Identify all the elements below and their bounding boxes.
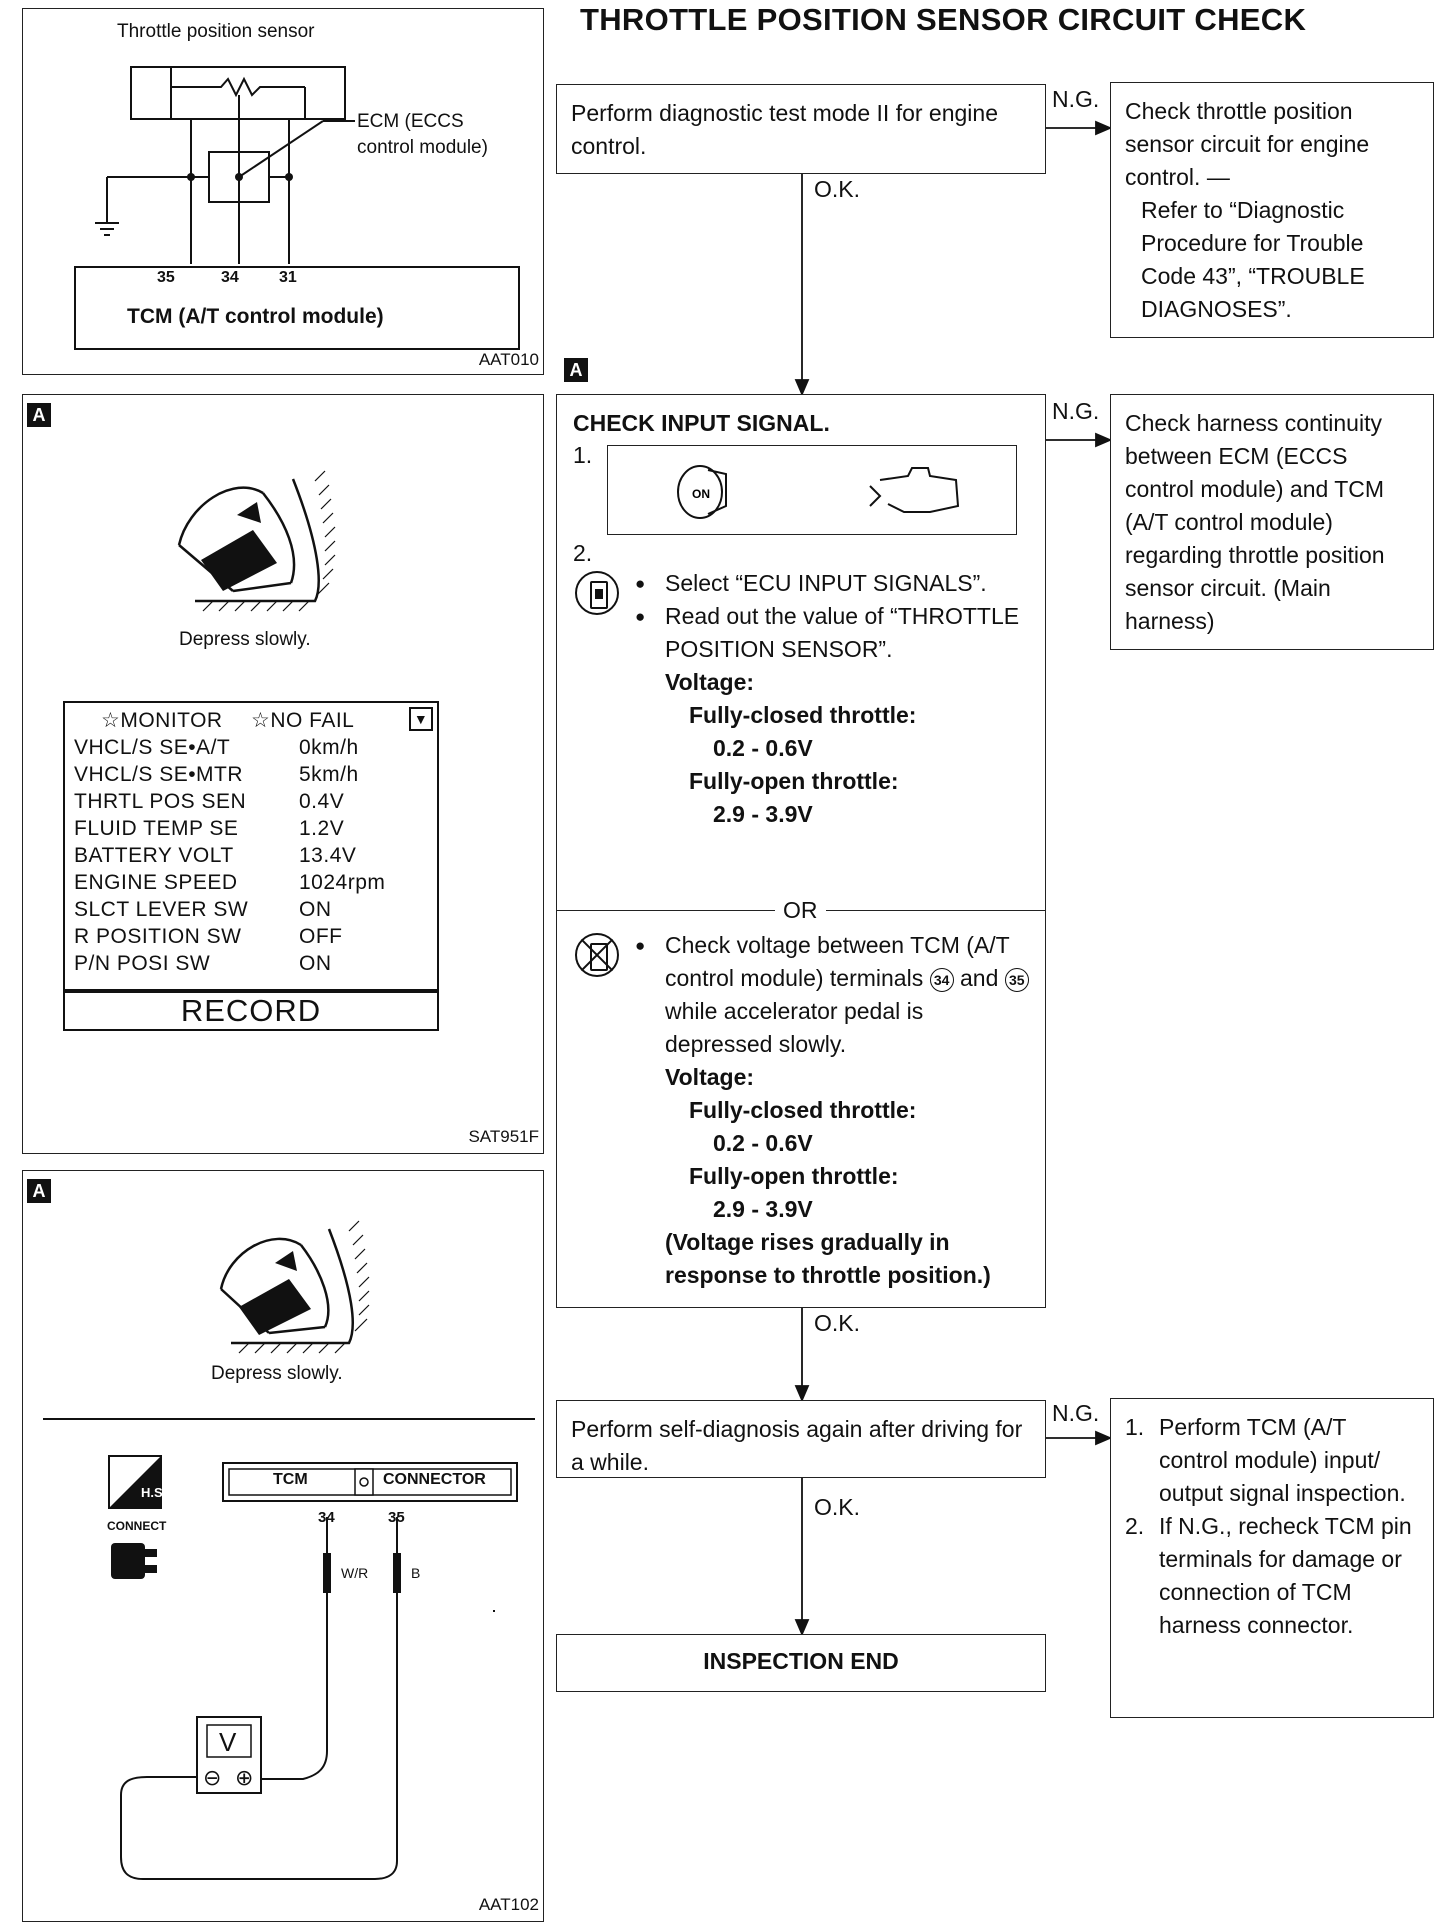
voltage-note: (Voltage rises gradually in response to … [665, 1229, 991, 1288]
terminal-35-icon: 35 [1004, 967, 1029, 992]
closed-throttle-label: Fully-closed throttle: [689, 702, 917, 728]
connector-label: CONNECTOR [383, 1471, 486, 1488]
ng-label: N.G. [1052, 1400, 1100, 1426]
step-number: 2. [573, 540, 593, 566]
open-throttle-label: Fully-open throttle: [689, 1163, 899, 1189]
voltage-label: Voltage: [665, 1064, 755, 1090]
step-number: 1. [573, 442, 593, 468]
open-throttle-value: 2.9 - 3.9V [713, 801, 813, 827]
depress-caption: Depress slowly. [179, 629, 311, 650]
voltmeter-instructions: Check voltage between TCM (A/T control m… [635, 929, 1035, 1292]
terminal-34-icon: 34 [929, 967, 954, 992]
wire-color-wr: W/R [341, 1565, 369, 1581]
tcm-label: TCM (A/T control module) [127, 305, 384, 328]
ecm-label-line2: control module) [357, 137, 488, 158]
tcm-connector-label: TCM [273, 1471, 308, 1488]
monitor-header-left: ☆MONITOR [101, 709, 223, 732]
voltmeter-panel: A [22, 1170, 544, 1922]
connect-label: CONNECT [107, 1519, 167, 1533]
inspection-end-box: INSPECTION END [556, 1634, 1046, 1692]
or-label: OR [775, 895, 826, 925]
voltmeter-illustration [43, 1220, 535, 1880]
bullet-item: Check voltage between TCM (A/T control m… [635, 929, 1035, 1061]
pin-35-label: 35 [388, 1509, 405, 1526]
positive-terminal-icon: ⊕ [235, 1765, 254, 1790]
figure-code: AAT010 [478, 350, 539, 369]
closed-throttle-label: Fully-closed throttle: [689, 1097, 917, 1123]
wiring-diagram [74, 66, 520, 350]
check-input-signal-box: CHECK INPUT SIGNAL. 1. ON 2. Select “ECU… [556, 394, 1046, 1308]
on-label: ON [692, 487, 710, 501]
figure-code: AAT102 [478, 1895, 539, 1914]
pin-34-label: 34 [318, 1509, 335, 1526]
connect-icon [111, 1543, 157, 1579]
pin-35-label: 35 [157, 269, 175, 286]
negative-terminal-icon: ⊖ [203, 1765, 222, 1790]
consult-instructions: Select “ECU INPUT SIGNALS”. Read out the… [635, 567, 1035, 831]
step-self-diagnosis: Perform self-diagnosis again after drivi… [556, 1400, 1046, 1478]
list-item: 2. If N.G., recheck TCM pin terminals fo… [1125, 1513, 1412, 1638]
no-consult-icon [575, 933, 619, 977]
open-throttle-label: Fully-open throttle: [689, 768, 899, 794]
or-divider: OR [557, 895, 1045, 925]
ecm-label-line1: ECM (ECCS [357, 111, 464, 132]
open-throttle-value: 2.9 - 3.9V [713, 1196, 813, 1222]
ignition-on-icon: ON [677, 465, 960, 519]
check-heading: CHECK INPUT SIGNAL. [573, 410, 830, 436]
badge-a: A [27, 403, 51, 427]
bullet-item: Read out the value of “THROTTLE POSITION… [635, 600, 1035, 666]
scroll-down-icon[interactable]: ▼ [409, 707, 433, 731]
voltmeter-v-icon: V [219, 1727, 237, 1757]
pin-34-label: 34 [221, 269, 239, 286]
hs-icon: H.S. [141, 1485, 167, 1500]
ok-label: O.K. [814, 1494, 861, 1520]
consult-tool-icon [575, 571, 619, 615]
ng-check-harness: Check harness continuity between ECM (EC… [1110, 394, 1434, 650]
ok-label: O.K. [814, 1310, 861, 1336]
step-diagnostic-test: Perform diagnostic test mode II for engi… [556, 84, 1046, 174]
pedal-illustration [177, 470, 336, 612]
monitor-header-right: ☆NO FAIL [251, 709, 355, 732]
wiring-diagram-panel: Throttle position sensor ECM (ECCS contr… [22, 8, 544, 375]
record-button[interactable]: RECORD [63, 991, 439, 1031]
sensor-label: Throttle position sensor [117, 21, 315, 42]
ng-label: N.G. [1052, 86, 1100, 112]
ng-check-sensor-circuit: Check throttle position sensor circuit f… [1110, 82, 1434, 338]
ignition-engine-frame: ON [607, 445, 1017, 535]
figure-code: SAT951F [468, 1127, 539, 1146]
bullet-item: Select “ECU INPUT SIGNALS”. [635, 567, 1035, 600]
voltage-label: Voltage: [665, 669, 755, 695]
consult-panel: A Depress slowly. ☆MONITOR ☆NO FAIL ▼ [22, 394, 544, 1154]
closed-throttle-value: 0.2 - 0.6V [713, 735, 813, 761]
wire-color-b: B [411, 1565, 421, 1581]
badge-a: A [564, 358, 588, 382]
depress-caption: Depress slowly. [211, 1363, 343, 1384]
ng-label: N.G. [1052, 398, 1100, 424]
page-title: THROTTLE POSITION SENSOR CIRCUIT CHECK [580, 2, 1307, 37]
list-item: 1. Perform TCM (A/T control module) inpu… [1125, 1414, 1406, 1506]
ok-label: O.K. [814, 176, 861, 202]
engine-icon [868, 466, 960, 516]
pin-31-label: 31 [279, 269, 297, 286]
closed-throttle-value: 0.2 - 0.6V [713, 1130, 813, 1156]
ng-tcm-inspection: 1. Perform TCM (A/T control module) inpu… [1110, 1398, 1434, 1718]
badge-a: A [27, 1179, 51, 1203]
